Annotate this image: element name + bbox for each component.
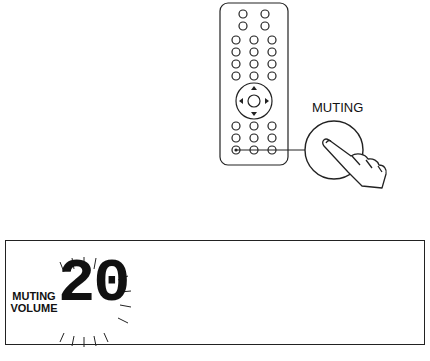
remote-body — [220, 3, 288, 165]
hand — [323, 139, 386, 188]
display-caption: MUTING VOLUME — [8, 291, 60, 314]
button-label: MUTING — [312, 100, 363, 115]
display-digits: 20 — [58, 253, 128, 315]
remote-buttons — [232, 10, 276, 154]
display-panel: MUTING VOLUME20 — [5, 240, 425, 345]
d-pad — [236, 83, 272, 119]
leader-line — [236, 150, 305, 151]
